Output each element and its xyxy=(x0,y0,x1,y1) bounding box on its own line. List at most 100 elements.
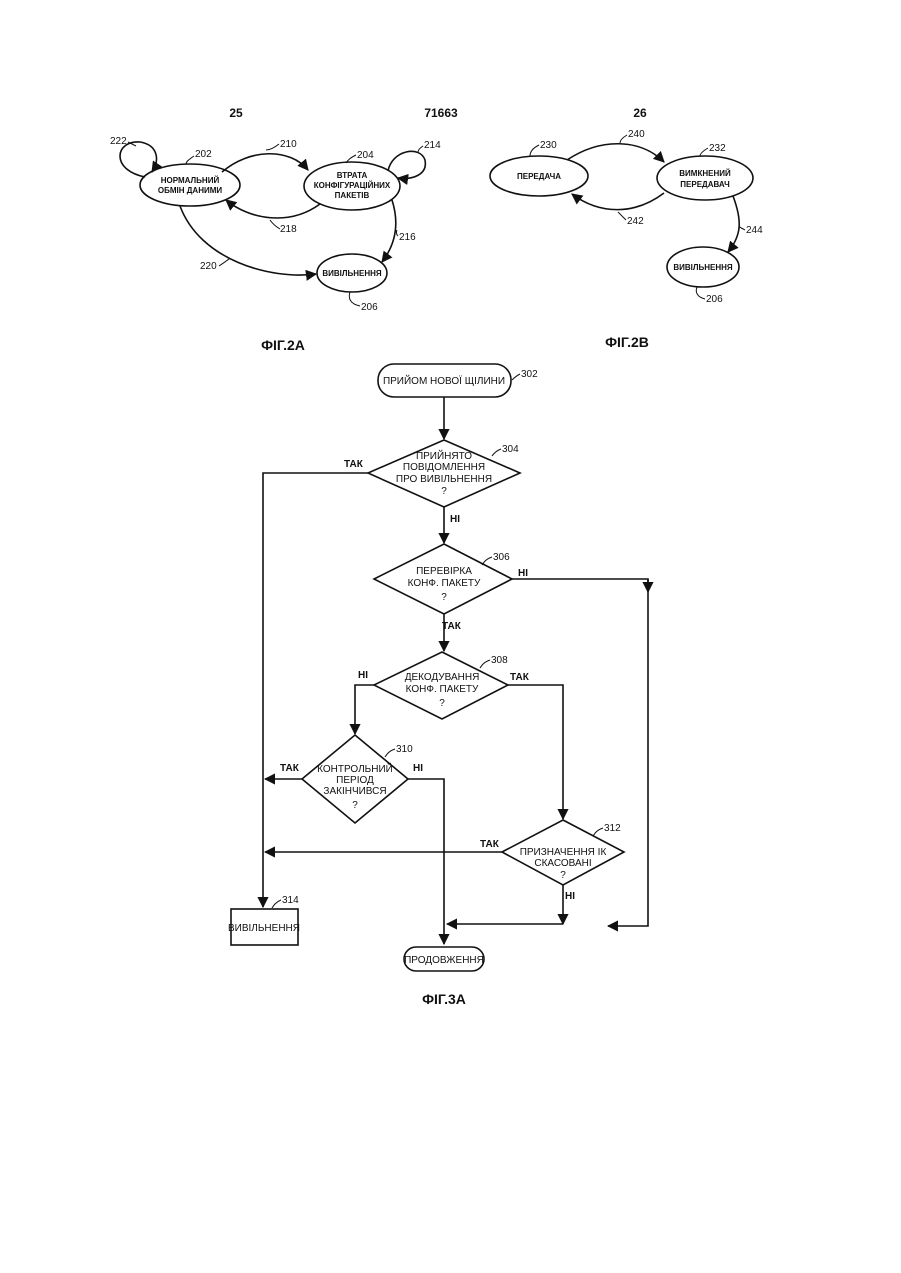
state-transmit-label: ПЕРЕДАЧА xyxy=(517,172,561,181)
ref-220: 220 xyxy=(200,261,217,272)
ref-310: 310 xyxy=(396,744,413,755)
ref-232: 232 xyxy=(709,143,726,154)
leader-202 xyxy=(186,156,194,164)
leader-240 xyxy=(620,135,627,143)
d310-line1: КОНТРОЛЬНИЙ xyxy=(317,762,393,775)
state-normal-line1: НОРМАЛЬНИЙ xyxy=(161,176,220,185)
transition-240-arrow xyxy=(567,144,664,162)
leader-244 xyxy=(739,226,745,230)
state-normal-line2: ОБМІН ДАНИМИ xyxy=(158,186,223,195)
ref-210: 210 xyxy=(280,139,297,150)
leader-310 xyxy=(385,749,395,757)
leader-230 xyxy=(530,145,539,156)
d312-line3: ? xyxy=(560,870,566,881)
patent-number: 71663 xyxy=(424,106,458,120)
d306-line1: ПЕРЕВІРКА xyxy=(416,566,472,577)
d310-no-label: НІ xyxy=(413,763,423,774)
fig-2b-caption: ФІГ.2В xyxy=(605,334,649,350)
d310-line3: ЗАКІНЧИВСЯ xyxy=(323,786,386,797)
state-transmitter-off xyxy=(657,156,753,200)
flow-310-no-to-continue xyxy=(408,779,444,944)
leader-304 xyxy=(492,449,501,456)
ref-314: 314 xyxy=(282,895,299,906)
state-release-2b-label: ВИВІЛЬНЕННЯ xyxy=(673,263,733,272)
transition-244-arrow xyxy=(728,196,739,252)
ref-242: 242 xyxy=(627,216,644,227)
d306-line2: КОНФ. ПАКЕТУ xyxy=(408,578,481,589)
leader-232 xyxy=(700,148,708,156)
d310-yes-label: ТАК xyxy=(280,763,300,774)
ref-312: 312 xyxy=(604,823,621,834)
start-terminal-label: ПРИЙОМ НОВОЇ ЩІЛИНИ xyxy=(383,374,505,387)
leader-216 xyxy=(396,230,398,236)
transition-210-arrow xyxy=(222,154,308,172)
ref-244: 244 xyxy=(746,225,763,236)
fig-2a-state-diagram: НОРМАЛЬНИЙ ОБМІН ДАНИМИ ВТРАТА КОНФІГУРА… xyxy=(110,136,441,353)
ref-304: 304 xyxy=(502,444,519,455)
ref-222: 222 xyxy=(110,136,127,147)
leader-312 xyxy=(593,828,603,836)
leader-314 xyxy=(272,900,281,908)
d312-line1: ПРИЗНАЧЕННЯ ІК xyxy=(520,847,607,858)
fig-3a-caption: ФІГ.3А xyxy=(422,991,466,1007)
state-off-line1: ВИМКНЕНИЙ xyxy=(679,169,731,178)
ref-306: 306 xyxy=(493,552,510,563)
state-loss-line1: ВТРАТА xyxy=(337,171,368,180)
ref-204: 204 xyxy=(357,150,374,161)
d308-no-label: НІ xyxy=(358,670,368,681)
flow-304-yes-to-release xyxy=(263,473,368,907)
ref-214: 214 xyxy=(424,140,441,151)
d304-line1: ПРИЙНЯТО xyxy=(416,449,472,462)
leader-214 xyxy=(418,146,423,152)
page-number-right: 26 xyxy=(633,106,647,120)
d304-no-label: НІ xyxy=(450,514,460,525)
flow-308-no-to-310 xyxy=(355,685,374,734)
continue-terminal-label: ПРОДОВЖЕННЯ xyxy=(404,955,484,966)
d310-line4: ? xyxy=(352,800,358,811)
state-loss-line2: КОНФІГУРАЦІЙНИХ xyxy=(314,181,391,190)
leader-206-2a xyxy=(349,292,360,306)
d304-line4: ? xyxy=(441,486,447,497)
fig-2b-state-diagram: ПЕРЕДАЧА ВИМКНЕНИЙ ПЕРЕДАВАЧ ВИВІЛЬНЕННЯ… xyxy=(490,129,763,350)
ref-202: 202 xyxy=(195,149,212,160)
leader-206-2b xyxy=(696,287,705,299)
d308-yes-label: ТАК xyxy=(510,672,530,683)
d308-line1: ДЕКОДУВАННЯ xyxy=(405,672,480,683)
ref-230: 230 xyxy=(540,140,557,151)
leader-308 xyxy=(480,660,490,668)
ref-308: 308 xyxy=(491,655,508,666)
d306-yes-label: ТАК xyxy=(442,621,462,632)
fig-2a-caption: ФІГ.2А xyxy=(261,337,305,353)
ref-216: 216 xyxy=(399,232,416,243)
flow-308-yes-to-312 xyxy=(508,685,563,819)
d312-no-label: НІ xyxy=(565,891,575,902)
d308-line2: КОНФ. ПАКЕТУ xyxy=(406,684,479,695)
d304-yes-label: ТАК xyxy=(344,459,364,470)
state-release-2a-label: ВИВІЛЬНЕННЯ xyxy=(322,269,382,278)
leader-220 xyxy=(219,258,230,266)
d312-line2: СКАСОВАНІ xyxy=(534,858,591,869)
leader-218 xyxy=(270,220,280,229)
state-loss-line3: ПАКЕТІВ xyxy=(335,191,370,200)
d306-line3: ? xyxy=(441,592,447,603)
ref-240: 240 xyxy=(628,129,645,140)
fig-3a-flowchart: ПРИЙОМ НОВОЇ ЩІЛИНИ 302 ПРИЙНЯТО ПОВІДОМ… xyxy=(228,364,648,1007)
release-box-label: ВИВІЛЬНЕННЯ xyxy=(228,923,300,934)
state-off-line2: ПЕРЕДАВАЧ xyxy=(680,180,730,189)
d312-yes-label: ТАК xyxy=(480,839,500,850)
leader-242 xyxy=(618,212,626,220)
d304-line2: ПОВІДОМЛЕННЯ xyxy=(403,462,485,473)
ref-206-2a: 206 xyxy=(361,302,378,313)
ref-302: 302 xyxy=(521,369,538,380)
transition-218-arrow xyxy=(226,200,320,218)
page-number-left: 25 xyxy=(229,106,243,120)
ref-206-2b: 206 xyxy=(706,294,723,305)
leader-210 xyxy=(266,144,279,150)
leader-302 xyxy=(512,374,520,380)
transition-216-arrow xyxy=(382,200,396,262)
d306-no-label: НІ xyxy=(518,568,528,579)
transition-242-arrow xyxy=(572,193,664,210)
d310-line2: ПЕРІОД xyxy=(336,775,374,786)
ref-218: 218 xyxy=(280,224,297,235)
